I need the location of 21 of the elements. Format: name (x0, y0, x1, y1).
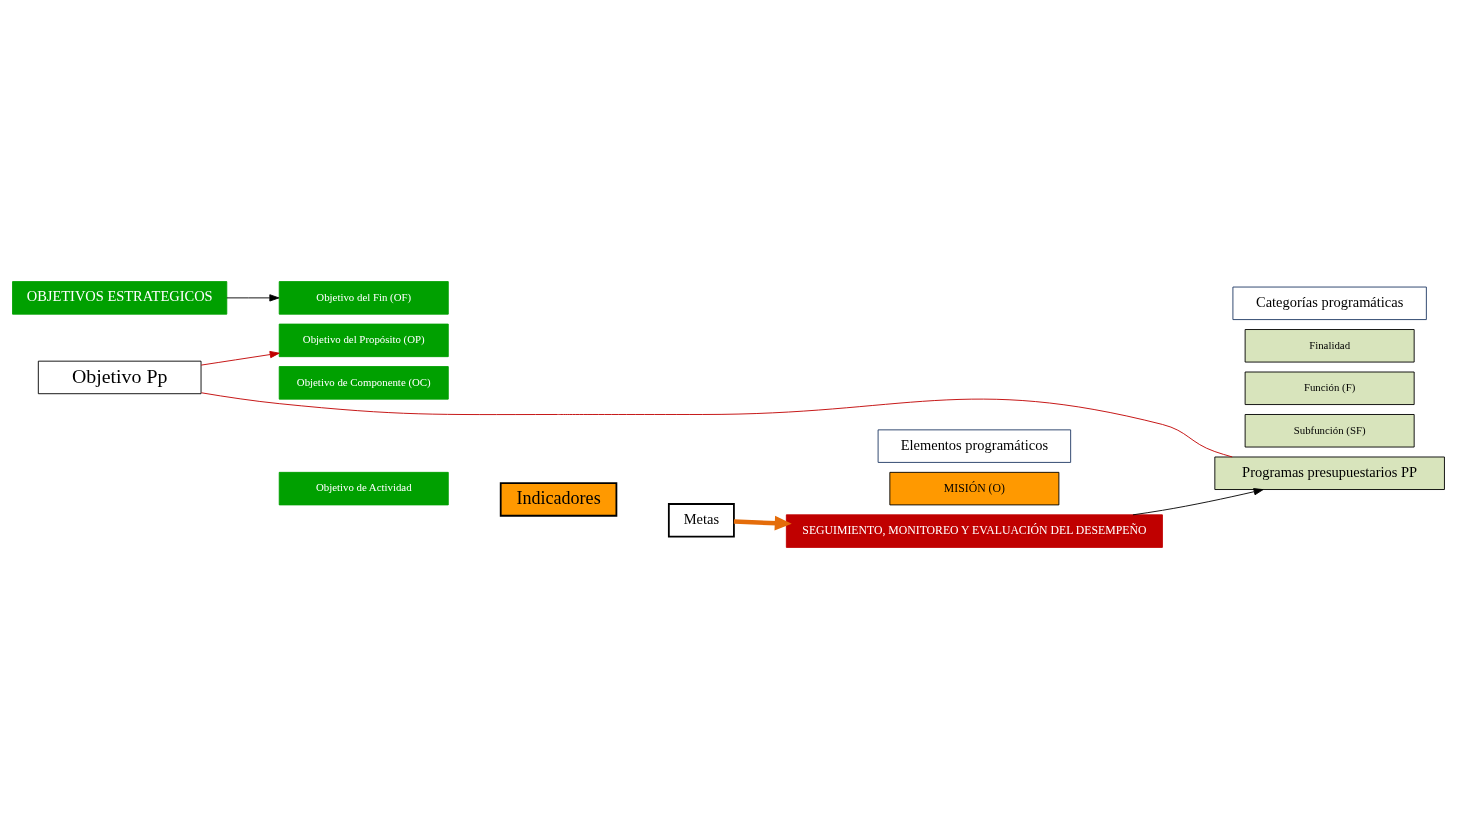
node-box: Objetivo del Propósito (OP) (278, 323, 449, 358)
node-box: Objetivo de Componente (OC) (278, 366, 449, 400)
node-box: OBJETIVOS ESTRATEGICOS (12, 281, 228, 315)
node-box: SEGUIMIENTO, MONITOREO Y EVALUACIÓN DEL DESEMPEÑO (785, 514, 1163, 548)
node-box: Elementos programáticos (877, 429, 1072, 463)
node-box: Indicadores (499, 482, 618, 517)
node-box: Objetivo del Fin (OF) (278, 281, 449, 315)
node-box: Categorías programáticas (1232, 286, 1427, 321)
node-box: MISIÓN (O) (889, 471, 1060, 506)
node-box: Metas (667, 503, 735, 538)
node-box: Objetivo Pp (37, 360, 202, 395)
node-box: Función (F) (1244, 371, 1415, 405)
node-box: Subfunción (SF) (1244, 414, 1415, 448)
node-box: Programas presupuestarios PP (1214, 456, 1445, 490)
arrow (200, 350, 280, 366)
arrow (733, 515, 792, 531)
arrow (226, 294, 280, 302)
node-box: Finalidad (1244, 329, 1415, 363)
connector (201, 392, 1233, 458)
arrow (1132, 488, 1264, 516)
node-box: Objetivo de Actividad (278, 471, 449, 506)
